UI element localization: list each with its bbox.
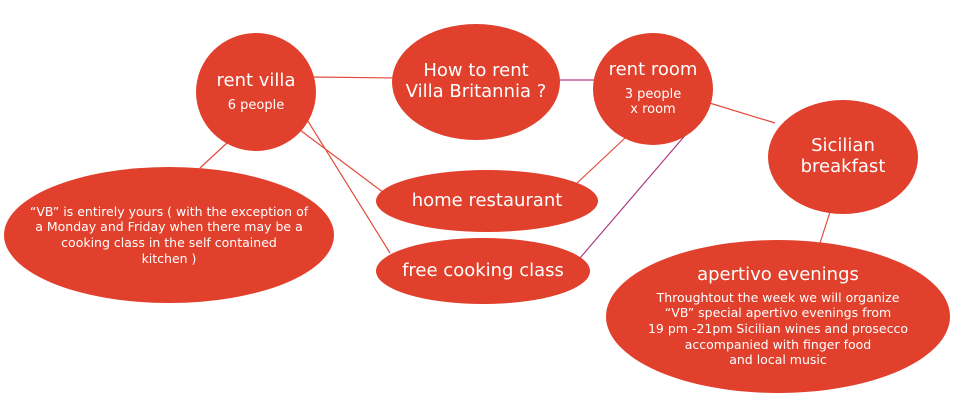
node-rent-villa-subtitle: 6 people (227, 97, 285, 113)
edge-villa-to-details (199, 141, 229, 169)
node-free-cooking-class: free cooking class (376, 238, 590, 304)
node-rent-room: rent room 3 people x room (593, 33, 713, 145)
edge-room-to-restaurant (574, 137, 626, 186)
node-villa-details-text: “VB” is entirely yours ( with the except… (29, 203, 309, 266)
node-rent-villa-title: rent villa (216, 69, 296, 91)
node-sicilian-breakfast-title: Sicilian breakfast (800, 135, 886, 177)
edge-villa-to-howto (311, 76, 399, 79)
node-apertivo-evenings-title: apertivo evenings (697, 264, 859, 286)
node-home-restaurant: home restaurant (376, 170, 598, 232)
node-how-to-rent: How to rent Villa Britannia ? (392, 24, 560, 140)
node-rent-room-subtitle: 3 people x room (624, 86, 682, 118)
edge-room-to-cooking (579, 131, 689, 259)
edge-room-to-breakfast (702, 100, 776, 124)
node-rent-room-title: rent room (608, 59, 698, 81)
node-villa-details: “VB” is entirely yours ( with the except… (4, 167, 334, 303)
node-how-to-rent-title: How to rent Villa Britannia ? (405, 60, 547, 102)
node-free-cooking-class-title: free cooking class (402, 259, 564, 281)
node-sicilian-breakfast: Sicilian breakfast (768, 100, 918, 214)
node-apertivo-evenings-text: Throughtout the week we will organize “V… (647, 289, 909, 368)
edge-villa-to-restaurant (295, 126, 385, 194)
node-apertivo-evenings: apertivo evenings Throughtout the week w… (606, 240, 950, 393)
edge-breakfast-to-apertivo (819, 211, 831, 244)
node-home-restaurant-title: home restaurant (411, 189, 563, 211)
node-rent-villa: rent villa 6 people (196, 33, 316, 151)
edge-villa-to-cooking (305, 117, 391, 254)
